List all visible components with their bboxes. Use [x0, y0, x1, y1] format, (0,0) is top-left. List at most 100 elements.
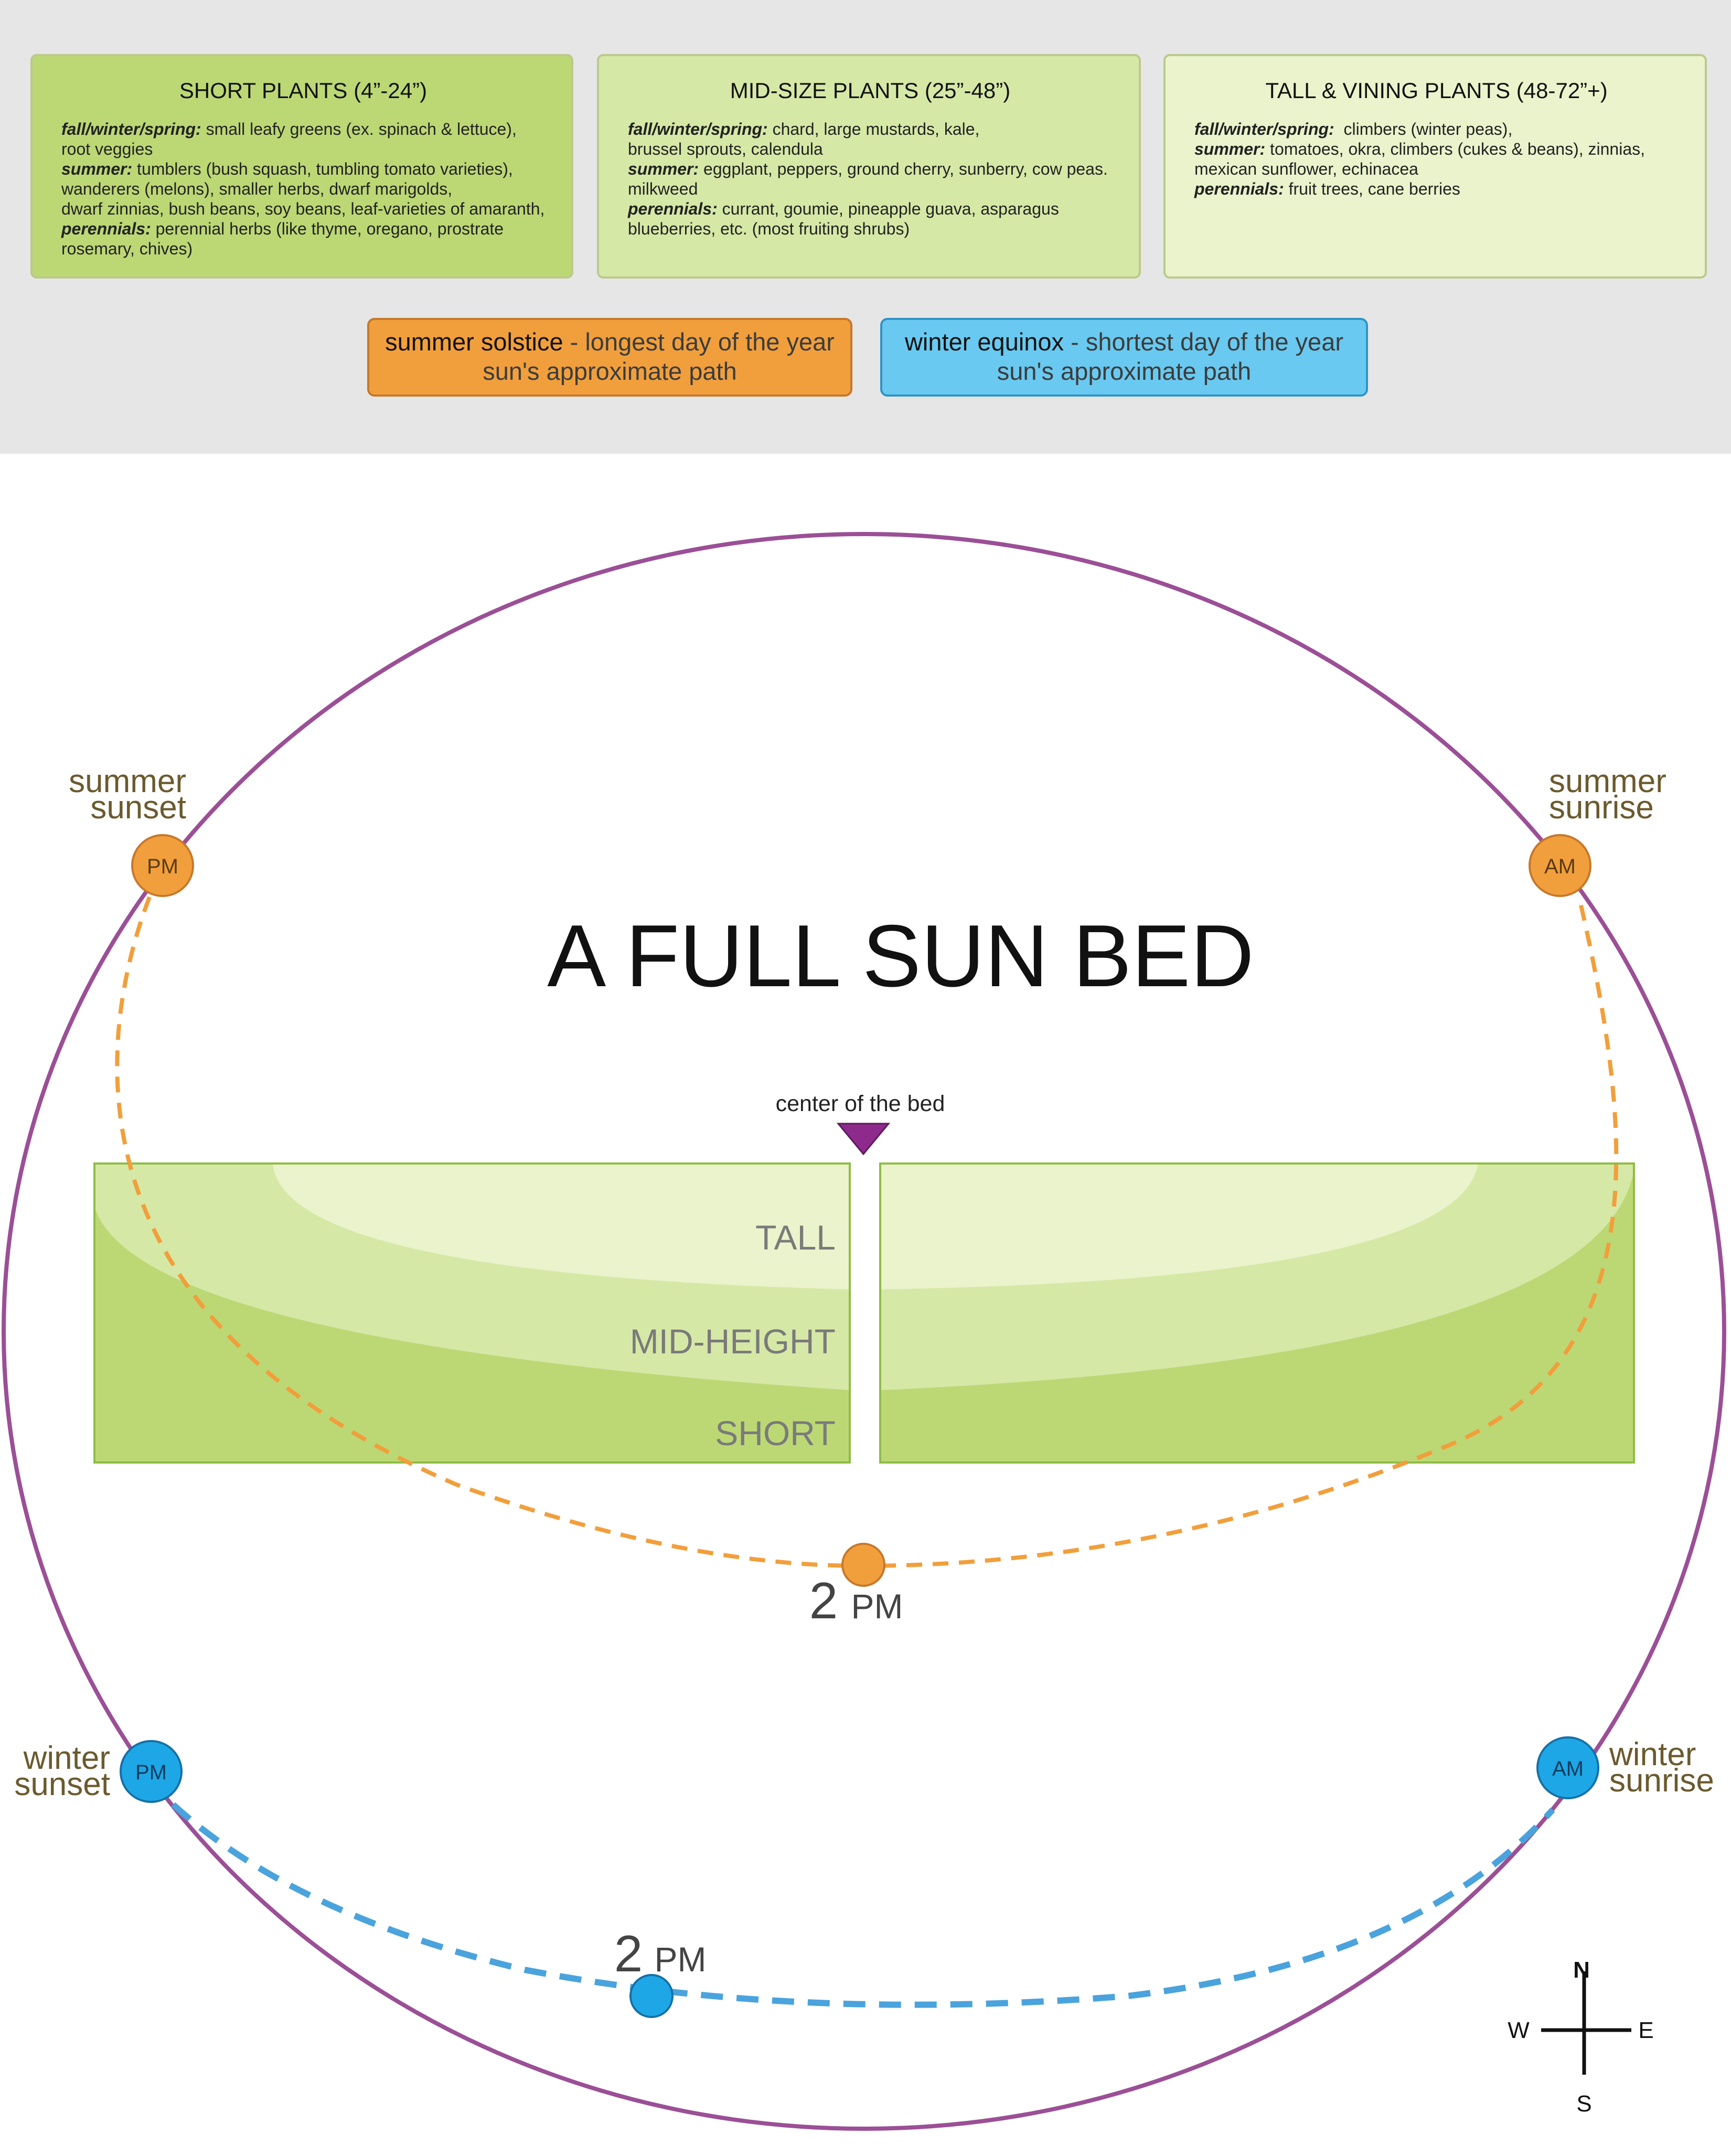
winter-sunset-label-2: sunset	[14, 1766, 110, 1802]
summer-sunrise-sun	[1529, 834, 1591, 897]
short-plants-title: SHORT PLANTS (4”-24”)	[179, 78, 428, 103]
winter-legend-line1: winter equinox - shortest day of the yea…	[882, 327, 1366, 357]
short-plants-box: SHORT PLANTS (4”-24”) fall/winter/spring…	[30, 54, 573, 279]
winter-equinox-legend: winter equinox - shortest day of the yea…	[880, 318, 1368, 397]
summer-legend-line2: sun's approximate path	[483, 357, 737, 385]
plant-season-label: perennials:	[61, 219, 151, 238]
mid-size-plants-box: MID-SIZE PLANTS (25”-48”) fall/winter/sp…	[597, 54, 1141, 279]
summer-2pm-sun	[841, 1543, 885, 1587]
plant-list-line: summer: tomatoes, okra, climbers (cukes …	[1194, 139, 1679, 159]
plant-list-line: root veggies	[61, 139, 545, 159]
winter-sunrise-label-2: sunrise	[1609, 1763, 1714, 1799]
bed-right	[880, 1164, 1634, 1463]
plant-season-label: fall/winter/spring:	[1194, 120, 1334, 138]
plant-list-text: mexican sunflower, echinacea	[1194, 159, 1418, 178]
plant-list-line: summer: eggplant, peppers, ground cherry…	[628, 159, 1113, 179]
plant-list-line: perennials: currant, goumie, pineapple g…	[628, 199, 1113, 219]
plant-list-line: perennials: perennial herbs (like thyme,…	[61, 219, 545, 239]
compass-east: E	[1638, 2018, 1653, 2043]
summer-sunset-pm: PM	[147, 855, 178, 878]
winter-legend-rest: - shortest day of the year	[1064, 328, 1343, 356]
plant-list-text: tomatoes, okra, climbers (cukes & beans)…	[1265, 140, 1645, 158]
summer-legend-line1: summer solstice - longest day of the yea…	[369, 327, 850, 357]
compass-icon: N S E W	[1508, 1957, 1653, 2117]
diagram-title: A FULL SUN BED	[547, 906, 1254, 1005]
plant-season-label: summer:	[628, 159, 699, 178]
summer-sunrise-am: AM	[1544, 855, 1576, 878]
winter-2pm-sun	[629, 1974, 674, 2018]
plant-list-line: rosemary, chives)	[61, 239, 545, 259]
plant-list-text: brussel sprouts, calendula	[628, 140, 823, 158]
winter-sunset-label-1: winter	[23, 1740, 110, 1776]
summer-2pm-number: 2	[809, 1572, 838, 1629]
winter-2pm-unit: PM	[655, 1940, 707, 1979]
plant-list-line: summer: tumblers (bush squash, tumbling …	[61, 159, 545, 179]
plant-list-text: chard, large mustards, kale,	[767, 120, 980, 138]
compass-west: W	[1508, 2018, 1530, 2043]
center-marker-triangle	[836, 1123, 891, 1156]
winter-sun-path	[170, 1802, 1555, 2008]
winter-sunrise-sun	[1536, 1736, 1599, 1799]
plant-season-label: summer:	[1194, 140, 1266, 158]
plant-list-text: eggplant, peppers, ground cherry, sunber…	[699, 159, 1108, 178]
plant-season-label: perennials:	[628, 199, 718, 218]
summer-sunset-label-1: summer	[69, 763, 186, 799]
plant-list-line: brussel sprouts, calendula	[628, 139, 1113, 159]
short-plants-list: fall/winter/spring: small leafy greens (…	[61, 119, 545, 259]
plant-list-line: perennials: fruit trees, cane berries	[1194, 179, 1679, 199]
plant-list-text: root veggies	[61, 140, 153, 158]
tall-vining-plants-list: fall/winter/spring: climbers (winter pea…	[1194, 119, 1679, 199]
winter-sunset-sun	[120, 1740, 183, 1803]
plant-list-text: small leafy greens (ex. spinach & lettuc…	[201, 120, 517, 138]
plant-season-label: fall/winter/spring:	[61, 120, 201, 138]
plant-list-line: blueberries, etc. (most fruiting shrubs)	[628, 219, 1113, 239]
tall-vining-plants-title: TALL & VINING PLANTS (48-72”+)	[1265, 78, 1608, 103]
summer-legend-strong: summer solstice	[385, 328, 563, 356]
plant-list-line: fall/winter/spring: chard, large mustard…	[628, 119, 1113, 139]
plant-list-text: tumblers (bush squash, tumbling tomato v…	[132, 159, 513, 178]
plant-list-text: blueberries, etc. (most fruiting shrubs)	[628, 219, 910, 238]
plant-list-text: fruit trees, cane berries	[1284, 179, 1460, 198]
plant-list-text: wanderers (melons), smaller herbs, dwarf…	[61, 179, 453, 198]
summer-sunrise-label-2: sunrise	[1549, 789, 1654, 826]
plant-season-label: summer:	[61, 159, 133, 178]
plant-list-line: fall/winter/spring: small leafy greens (…	[61, 119, 545, 139]
plant-list-line: mexican sunflower, echinacea	[1194, 159, 1679, 179]
zone-short-label: SHORT	[715, 1414, 836, 1453]
plant-list-text: milkweed	[628, 179, 698, 198]
plant-list-text: climbers (winter peas),	[1334, 120, 1513, 138]
zone-mid-label: MID-HEIGHT	[630, 1322, 836, 1361]
winter-sunrise-am: AM	[1552, 1757, 1584, 1780]
winter-sunrise-label-1: winter	[1609, 1736, 1696, 1773]
plant-season-label: perennials:	[1194, 179, 1284, 198]
mid-size-plants-title: MID-SIZE PLANTS (25”-48”)	[730, 78, 1011, 103]
summer-2pm-unit: PM	[851, 1587, 903, 1626]
tall-vining-plants-box: TALL & VINING PLANTS (48-72”+) fall/wint…	[1163, 54, 1707, 279]
plant-season-label: fall/winter/spring:	[628, 120, 768, 138]
plant-list-line: milkweed	[628, 179, 1113, 199]
compass-north: N	[1573, 1957, 1590, 1983]
plant-list-text: dwarf zinnias, bush beans, soy beans, le…	[61, 199, 545, 218]
mid-size-plants-list: fall/winter/spring: chard, large mustard…	[628, 119, 1113, 239]
plant-list-line: wanderers (melons), smaller herbs, dwarf…	[61, 179, 545, 199]
plant-list-line: dwarf zinnias, bush beans, soy beans, le…	[61, 199, 545, 219]
plant-list-line: fall/winter/spring: climbers (winter pea…	[1194, 119, 1679, 139]
center-of-bed-label: center of the bed	[776, 1091, 945, 1116]
winter-sunset-pm: PM	[135, 1761, 167, 1784]
bed-left-outline	[93, 1162, 851, 1464]
winter-2pm-number: 2	[614, 1925, 643, 1982]
summer-sunrise-label-1: summer	[1549, 763, 1666, 799]
winter-legend-strong: winter equinox	[904, 328, 1064, 356]
plant-list-text: rosemary, chives)	[61, 239, 193, 258]
bed-left	[94, 1164, 850, 1463]
zone-tall-label: TALL	[755, 1218, 836, 1257]
winter-legend-line2: sun's approximate path	[997, 357, 1252, 385]
compass-south: S	[1576, 2091, 1591, 2117]
summer-legend-rest: - longest day of the year	[563, 328, 835, 356]
bed-right-outline	[879, 1162, 1635, 1464]
summer-solstice-legend: summer solstice - longest day of the yea…	[367, 318, 852, 397]
plant-list-text: perennial herbs (like thyme, oregano, pr…	[151, 219, 504, 238]
summer-sunset-label-2: sunset	[90, 789, 186, 826]
sky-dome-circle	[2, 532, 1726, 2131]
